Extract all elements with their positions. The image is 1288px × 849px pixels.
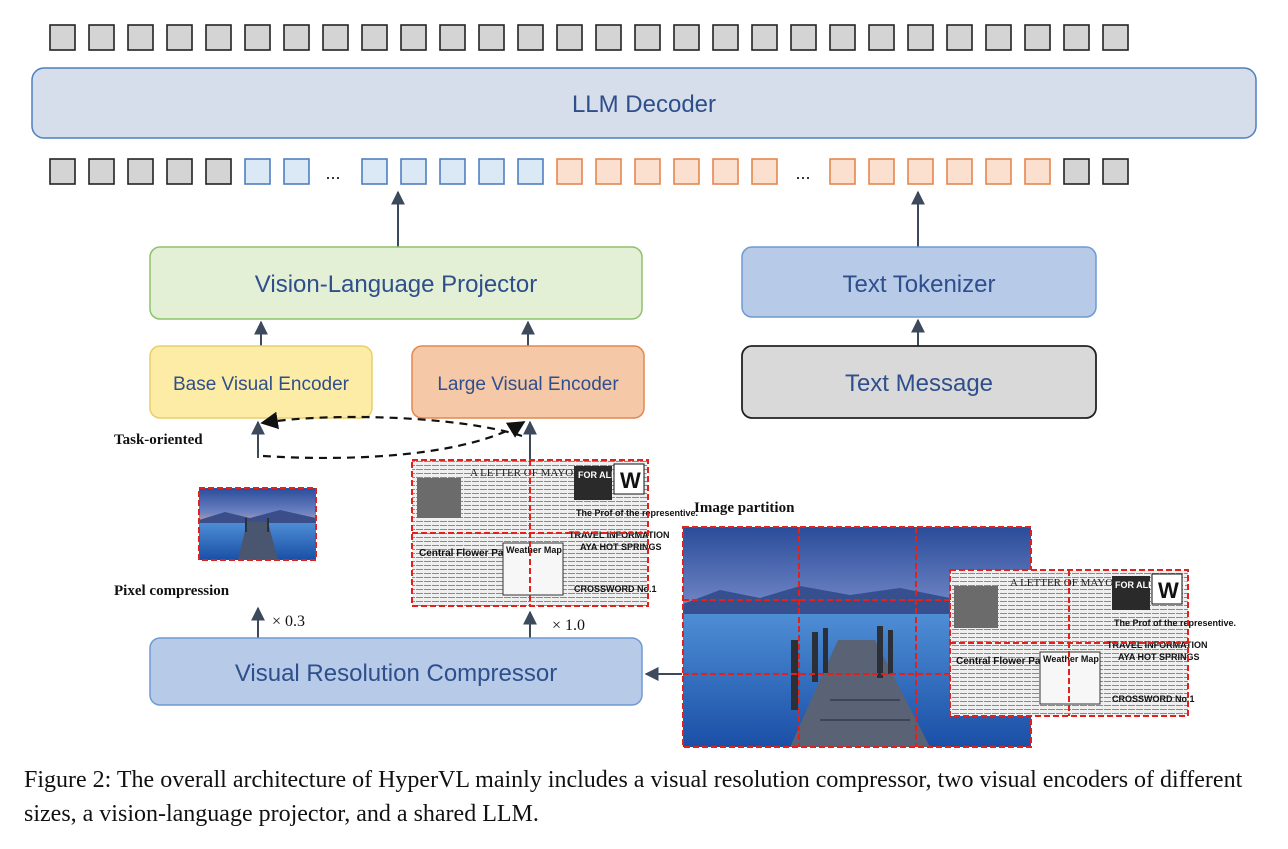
dashed-route-to-large-encoder	[262, 421, 526, 460]
newspaper-flower-upper: Central Flower Park	[419, 548, 513, 559]
output-token	[1024, 24, 1051, 51]
vision-language-projector-label: Vision-Language Projector	[255, 271, 537, 298]
output-token	[478, 24, 505, 51]
output-token	[400, 24, 427, 51]
newspaper-crossword-upper: CROSSWORD No.1	[574, 584, 657, 594]
text-token	[907, 158, 934, 185]
text-token	[595, 158, 622, 185]
output-token	[49, 24, 76, 51]
special-token	[49, 158, 76, 185]
output-token	[751, 24, 778, 51]
text-token	[634, 158, 661, 185]
newspaper-headline-partitioned: A LETTER OF MAYOR	[1010, 577, 1121, 589]
vision-token	[244, 158, 271, 185]
vision-token	[283, 158, 310, 185]
output-token	[907, 24, 934, 51]
output-token	[673, 24, 700, 51]
special-token	[127, 158, 154, 185]
vision-token	[400, 158, 427, 185]
output-token	[868, 24, 895, 51]
text-tokenizer-box	[741, 246, 1097, 318]
text-message-label: Text Message	[845, 370, 993, 397]
text-token	[673, 158, 700, 185]
figure-caption: Figure 2: The overall architecture of Hy…	[24, 767, 1243, 827]
newspaper-travel-partitioned: TRAVEL INFORMATION	[1107, 640, 1208, 650]
dashed-route-to-base-encoder	[260, 411, 523, 438]
output-token	[712, 24, 739, 51]
newspaper-prof-partitioned: The Prof of the representive.	[1114, 618, 1236, 628]
newspaper-image-partitioned: A LETTER OF MAYOR FOR ALL SPORTS LOVERS!…	[949, 569, 1236, 717]
output-token	[829, 24, 856, 51]
vision-token-ellipsis: ...	[325, 163, 340, 183]
text-token	[712, 158, 739, 185]
output-token	[634, 24, 661, 51]
scale-full-label: × 1.0	[552, 617, 585, 634]
scale-small-label: × 0.3	[272, 613, 305, 630]
vision-token	[478, 158, 505, 185]
newspaper-w-logo-partitioned: W	[1158, 578, 1179, 603]
compressed-thumbnail	[198, 487, 317, 561]
output-token	[1063, 24, 1090, 51]
output-token	[517, 24, 544, 51]
output-token	[946, 24, 973, 51]
output-token	[985, 24, 1012, 51]
visual-resolution-compressor-label: Visual Resolution Compressor	[235, 660, 557, 687]
newspaper-weather-upper: Weather Map	[506, 545, 562, 555]
vision-token	[439, 158, 466, 185]
output-token	[244, 24, 271, 51]
newspaper-weather-partitioned: Weather Map	[1043, 654, 1099, 664]
text-token	[1024, 158, 1051, 185]
vision-token	[361, 158, 388, 185]
output-token	[439, 24, 466, 51]
special-token	[88, 158, 115, 185]
text-tokenizer-label: Text Tokenizer	[843, 271, 996, 298]
special-token	[205, 158, 232, 185]
newspaper-image-upper: A LETTER OF MAYOR FOR ALL SPORTS LOVERS!…	[411, 459, 699, 607]
output-token	[127, 24, 154, 51]
pixel-compression-label: Pixel compression	[114, 583, 230, 599]
newspaper-crossword-partitioned: CROSSWORD No.1	[1112, 694, 1195, 704]
output-token	[595, 24, 622, 51]
output-token	[556, 24, 583, 51]
output-token-row	[49, 24, 1129, 51]
text-token	[985, 158, 1012, 185]
output-token	[322, 24, 349, 51]
newspaper-travel-upper: TRAVEL INFORMATION	[569, 530, 670, 540]
text-token	[829, 158, 856, 185]
llm-decoder-box	[31, 67, 1257, 139]
newspaper-springs-partitioned: AYA HOT SPRINGS	[1118, 652, 1200, 662]
newspaper-headline-upper: A LETTER OF MAYOR	[470, 467, 581, 479]
newspaper-w-logo-upper: W	[620, 468, 641, 493]
text-token	[556, 158, 583, 185]
task-oriented-label: Task-oriented	[114, 432, 203, 448]
image-partition-label: Image partition	[694, 500, 795, 516]
output-token	[361, 24, 388, 51]
newspaper-flower-partitioned: Central Flower Park	[956, 656, 1050, 667]
large-visual-encoder-box	[411, 345, 645, 419]
text-token	[751, 158, 778, 185]
special-token	[1063, 158, 1090, 185]
output-token	[1102, 24, 1129, 51]
llm-decoder-label: LLM Decoder	[572, 91, 716, 118]
vision-token	[517, 158, 544, 185]
vision-language-projector-box	[149, 246, 643, 320]
output-token	[166, 24, 193, 51]
special-token	[166, 158, 193, 185]
output-token	[283, 24, 310, 51]
text-token	[946, 158, 973, 185]
text-token	[868, 158, 895, 185]
base-visual-encoder-label: Base Visual Encoder	[173, 374, 350, 395]
text-message-box	[741, 345, 1097, 419]
large-visual-encoder-label: Large Visual Encoder	[437, 374, 619, 395]
output-token	[790, 24, 817, 51]
newspaper-springs-upper: AYA HOT SPRINGS	[580, 542, 662, 552]
input-token-row	[49, 158, 1129, 185]
output-token	[205, 24, 232, 51]
text-token-ellipsis: ...	[795, 163, 810, 183]
special-token	[1102, 158, 1129, 185]
architecture-diagram: LLM Decoder ... ... Vision-Language Proj…	[31, 24, 1257, 748]
visual-resolution-compressor-box	[149, 637, 643, 706]
newspaper-prof-upper: The Prof of the representive.	[576, 508, 698, 518]
output-token	[88, 24, 115, 51]
